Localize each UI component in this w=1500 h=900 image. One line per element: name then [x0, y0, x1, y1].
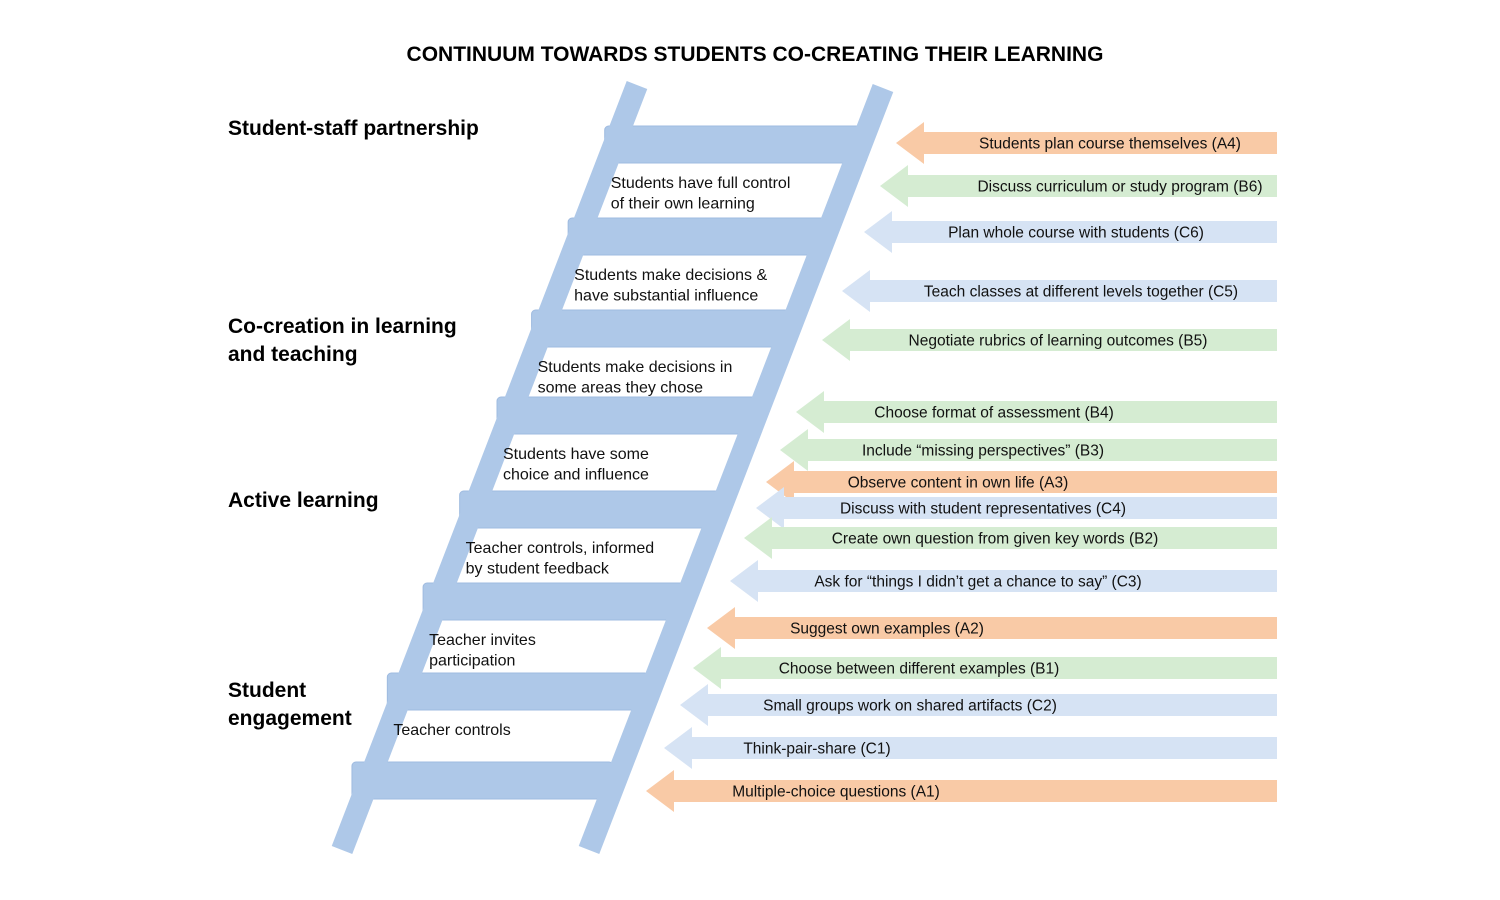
rung-label: by student feedback — [466, 561, 610, 578]
activity-arrow — [864, 211, 1277, 253]
level-label: engagement — [228, 707, 352, 730]
ladder-rung — [386, 672, 650, 711]
activity-label: Ask for “things I didn’t get a chance to… — [814, 574, 1141, 591]
rung-label: some areas they chose — [538, 380, 704, 397]
activity-arrow — [880, 165, 1277, 207]
ladder-rung — [531, 309, 794, 348]
ladder-rung — [567, 217, 831, 256]
activity-arrow — [680, 684, 1277, 726]
ladder-rung — [604, 125, 868, 164]
rung-label: Students have full control — [611, 175, 791, 192]
activity-label: Negotiate rubrics of learning outcomes (… — [909, 333, 1208, 350]
activity-label: Include “missing perspectives” (B3) — [862, 443, 1104, 460]
activity-arrow — [842, 270, 1277, 312]
rung-label: Students have some — [503, 446, 649, 463]
rung-label: Teacher controls — [393, 722, 510, 739]
activity-arrow — [646, 770, 1277, 812]
activity-label: Create own question from given key words… — [832, 531, 1159, 548]
activity-arrow — [744, 517, 1277, 559]
ladder-rung — [422, 582, 685, 621]
level-label: Co-creation in learning — [228, 315, 457, 338]
level-label: and teaching — [228, 343, 358, 366]
activity-label: Choose format of assessment (B4) — [874, 405, 1114, 422]
activity-arrow — [822, 319, 1277, 361]
activity-arrow — [707, 607, 1277, 649]
activity-label: Plan whole course with students (C6) — [948, 225, 1204, 242]
activity-arrow — [664, 727, 1277, 769]
activity-label: Students plan course themselves (A4) — [979, 136, 1241, 153]
activity-label: Small groups work on shared artifacts (C… — [763, 698, 1057, 715]
activity-arrow — [796, 391, 1277, 433]
ladder: Students have full control of their own l… — [331, 81, 894, 854]
diagram-title: CONTINUUM TOWARDS STUDENTS CO-CREATING T… — [407, 43, 1104, 66]
ladder-rung — [459, 490, 722, 529]
activity-label: Observe content in own life (A3) — [848, 475, 1069, 492]
rung-label: Students make decisions in — [538, 359, 733, 376]
activity-label: Multiple-choice questions (A1) — [732, 784, 940, 801]
activity-label: Choose between different examples (B1) — [779, 661, 1060, 678]
activity-arrow — [766, 461, 1277, 503]
activity-arrow — [693, 647, 1277, 689]
activity-arrow — [896, 122, 1277, 164]
activity-arrow — [780, 429, 1277, 471]
rung-label: participation — [429, 653, 515, 670]
activity-label: Discuss with student representatives (C4… — [840, 501, 1126, 518]
activity-label: Think-pair-share (C1) — [743, 741, 890, 758]
ladder-rung — [496, 396, 760, 435]
rung-label: of their own learning — [611, 196, 755, 213]
level-label: Student-staff partnership — [228, 117, 479, 140]
activity-label: Discuss curriculum or study program (B6) — [977, 179, 1262, 196]
ladder-rail — [578, 84, 894, 854]
rung-label: have substantial influence — [574, 288, 758, 305]
activity-arrows: Students plan course themselves (A4) Disc… — [646, 122, 1277, 812]
level-label: Student — [228, 679, 306, 702]
rung-label: Teacher invites — [429, 632, 536, 649]
rung-label: Students make decisions & — [574, 267, 767, 284]
rung-label: Teacher controls, informed — [466, 540, 655, 557]
activity-label: Suggest own examples (A2) — [790, 621, 984, 638]
rung-label: choice and influence — [503, 467, 649, 484]
level-label: Active learning — [228, 489, 379, 512]
activity-label: Teach classes at different levels togeth… — [924, 284, 1238, 301]
ladder-rail — [331, 81, 648, 854]
activity-arrow — [756, 487, 1277, 529]
ladder-rung — [351, 761, 614, 800]
activity-arrow — [730, 560, 1277, 602]
